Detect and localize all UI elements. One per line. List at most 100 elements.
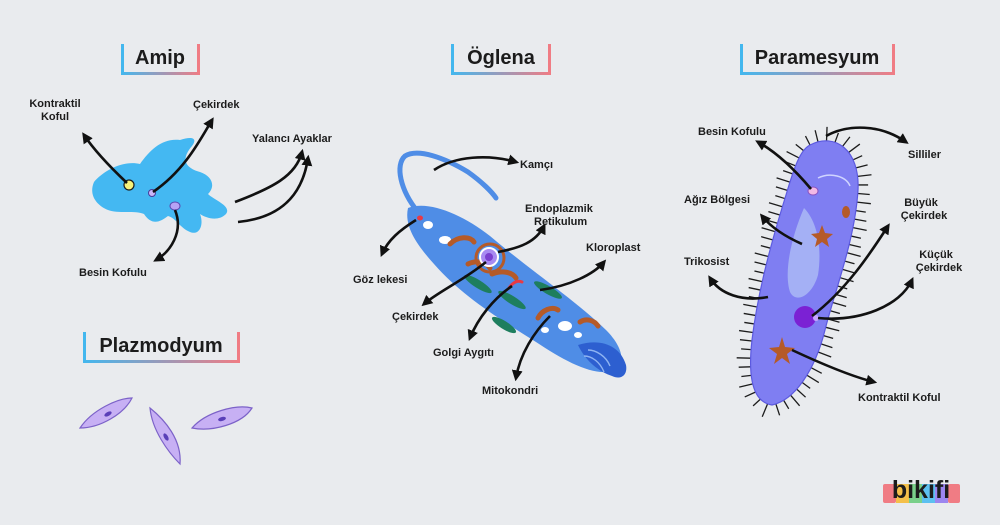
- cilium: [825, 126, 828, 141]
- label-amoeba-contractile-1: Kontraktil: [29, 98, 80, 110]
- logo-text: bikifi: [892, 476, 950, 504]
- title-amip-text: Amip: [135, 47, 185, 69]
- arrow-icon: [825, 126, 909, 144]
- label-euglena-flagellum: Kamçı: [520, 159, 553, 171]
- cilium: [855, 164, 868, 169]
- label-paramecium-food-vacuole: Besin Kofulu: [698, 126, 766, 138]
- cilium: [754, 270, 765, 274]
- cilium: [834, 132, 840, 143]
- arrow-icon: [708, 275, 769, 300]
- cilium: [743, 303, 758, 308]
- cilium: [796, 388, 807, 398]
- cilium: [760, 236, 773, 241]
- title-oglena-text: Öglena: [467, 46, 536, 69]
- arrow-icon: [237, 154, 313, 224]
- label-paramecium-micronucleus-2: Çekirdek: [916, 262, 963, 274]
- cilium: [795, 143, 804, 152]
- cilium: [786, 150, 800, 159]
- cilium: [775, 194, 786, 200]
- cilium: [739, 329, 754, 334]
- cilium: [761, 403, 769, 418]
- cilium: [830, 310, 841, 315]
- arrow-icon: [539, 259, 607, 292]
- cilium: [857, 174, 872, 177]
- arrow-icon: [817, 277, 914, 320]
- arrow-icon: [811, 223, 890, 318]
- arrow-icon: [433, 154, 520, 172]
- euglena-eyespot: [417, 215, 423, 221]
- cilium: [844, 260, 855, 265]
- plasmodium-illustration: [78, 397, 253, 466]
- cilium: [842, 136, 851, 147]
- label-euglena-nucleus: Çekirdek: [392, 311, 439, 323]
- cilium: [849, 243, 862, 248]
- label-paramecium-macronucleus-2: Çekirdek: [901, 210, 948, 222]
- paramecium-micronucleus: [813, 315, 819, 321]
- cilium: [852, 226, 867, 232]
- label-euglena-eyespot: Göz lekesi: [353, 274, 407, 286]
- cilium: [823, 335, 834, 339]
- label-amoeba-nucleus: Çekirdek: [193, 99, 240, 111]
- paramecium-contractile-vacuole-top: [811, 225, 833, 247]
- cilium: [790, 394, 801, 407]
- label-paramecium-cilia: Silliler: [908, 149, 942, 161]
- cilium: [741, 374, 752, 378]
- cilium: [851, 235, 862, 239]
- paramecium-cilia: [736, 126, 872, 418]
- arrow-icon: [152, 117, 214, 194]
- label-amoeba-food-vacuole: Besin Kofulu: [79, 267, 147, 279]
- cilium: [825, 326, 840, 332]
- euglena-arrows: [379, 154, 607, 382]
- cilium: [856, 201, 871, 205]
- euglena-illustration: [397, 150, 627, 378]
- cilium: [739, 339, 752, 342]
- cilium: [782, 170, 793, 175]
- cilium: [810, 367, 823, 374]
- cilium: [776, 177, 791, 183]
- label-paramecium-trichocyst: Trikosist: [684, 256, 730, 268]
- label-paramecium-macronucleus-1: Büyük: [904, 197, 939, 209]
- title-plazmodyum-text: Plazmodyum: [99, 335, 222, 357]
- cilium: [814, 130, 819, 143]
- paramecium-contractile-vacuole: [769, 337, 795, 364]
- cilium: [752, 398, 761, 407]
- label-amoeba-contractile-2: Koful: [41, 111, 69, 123]
- arrow-icon: [379, 218, 417, 258]
- label-euglena-er-1: Endoplazmik: [525, 203, 594, 215]
- euglena-er: [474, 242, 506, 274]
- label-euglena-golgi: Golgi Aygıtı: [433, 347, 494, 359]
- title-paramesyum-text: Paramesyum: [755, 47, 880, 69]
- cilium: [744, 391, 756, 398]
- arrow-icon: [759, 213, 803, 246]
- cilium: [748, 286, 761, 291]
- cilium: [852, 155, 863, 161]
- cilium: [760, 244, 771, 249]
- cilium: [761, 227, 776, 233]
- arrow-icon: [791, 348, 878, 386]
- cilium: [854, 218, 867, 222]
- paramecium-oral-groove: [787, 208, 820, 298]
- paramecium-macronucleus: [794, 306, 816, 328]
- arrow-icon: [153, 209, 180, 262]
- label-amoeba-pseudopods: Yalancı Ayaklar: [252, 133, 333, 145]
- cilium: [839, 277, 854, 283]
- label-paramecium-micronucleus-1: Küçük: [919, 249, 954, 261]
- amoeba-arrows: [82, 117, 313, 262]
- euglena-flagellum: [397, 150, 499, 215]
- title-paramesyum: Paramesyum: [740, 44, 895, 75]
- label-euglena-mitochondria: Mitokondri: [482, 385, 538, 397]
- cilium: [848, 143, 861, 153]
- cilium: [775, 186, 788, 191]
- arrow-icon: [82, 132, 128, 184]
- cilium: [748, 277, 763, 283]
- cilium: [743, 312, 756, 317]
- arrow-icon: [421, 260, 487, 307]
- cilium: [806, 374, 820, 384]
- cilium: [783, 399, 790, 410]
- label-euglena-chloroplast: Kloroplast: [586, 242, 641, 254]
- cilium: [855, 210, 866, 213]
- cilium: [846, 252, 861, 257]
- cilium: [741, 348, 752, 351]
- label-euglena-er-2: Retikulum: [534, 216, 587, 228]
- cilium: [754, 261, 767, 266]
